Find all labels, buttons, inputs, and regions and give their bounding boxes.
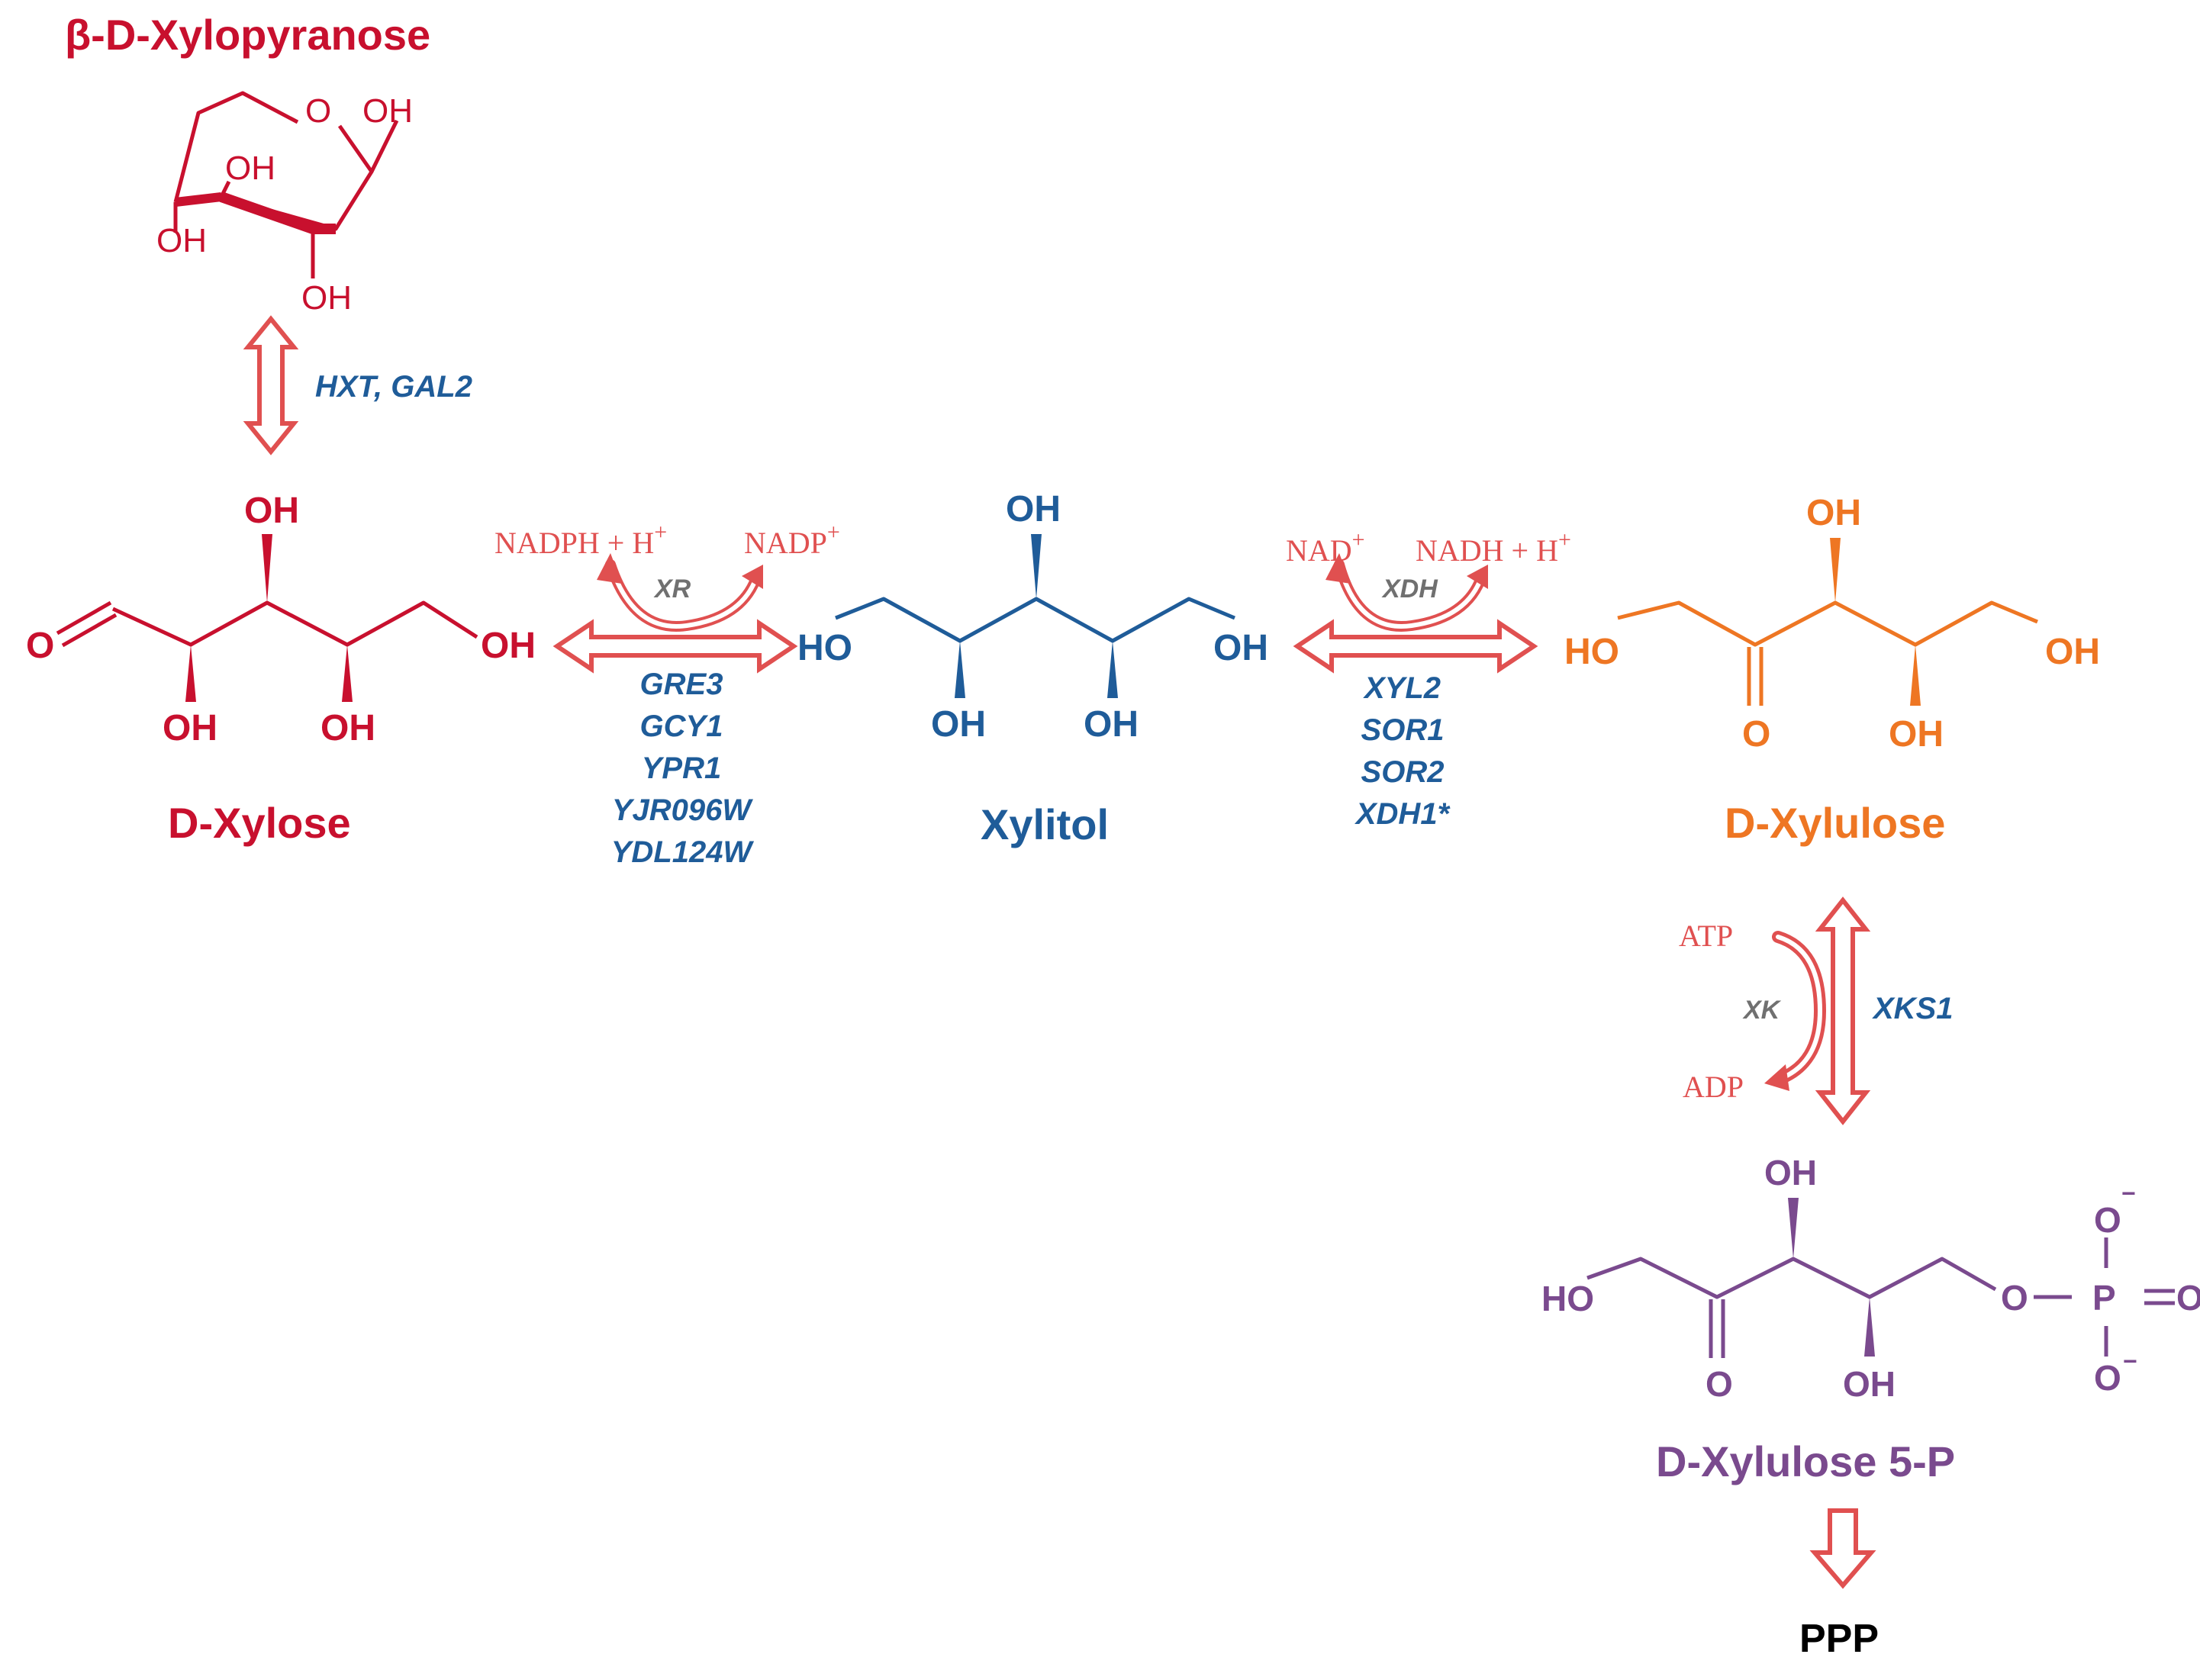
xylulose-oh-end: OH xyxy=(2045,632,2100,672)
xylulose-keto-o: O xyxy=(1742,714,1770,755)
xylulose-oh-top: OH xyxy=(1806,493,1861,533)
transport-arrow xyxy=(243,315,299,455)
xylitol-wedge-top xyxy=(1031,534,1042,599)
pyranose-group: β-D-Xylopyranose O OH OH OH OH xyxy=(65,11,430,317)
ppp-arrow xyxy=(1809,1508,1876,1589)
pyranose-title: β-D-Xylopyranose xyxy=(65,11,430,59)
xylose-wedge-top xyxy=(262,534,272,603)
xr-cofactor-in-text: NADPH + H xyxy=(494,526,654,560)
xr-gene: GRE3 xyxy=(640,668,723,701)
xylulose5p-o-bottom-charge: − xyxy=(2123,1347,2137,1375)
xk-reaction: ATP ADP XK XKS1 xyxy=(1679,896,1954,1125)
xylulose-wedge-bottom xyxy=(1910,645,1921,706)
xylulose5p-wedge-bottom xyxy=(1864,1297,1875,1357)
xdh-reaction: XDH NAD+ NADH + H+ XYL2 SOR1 SOR2 XDH1* xyxy=(1286,527,1571,831)
xylitol-oh-bottom-left: OH xyxy=(931,704,986,745)
pyranose-oh-anomeric: OH xyxy=(362,92,413,130)
xylulose-oh-bottom: OH xyxy=(1889,714,1944,755)
xylose-oh-bottom-left: OH xyxy=(163,708,217,748)
xr-gene: YDL124W xyxy=(611,835,755,869)
xylulose5p-name: D-Xylulose 5-P xyxy=(1656,1437,1955,1485)
xylulose-group: HO OH O OH OH D-Xylulose xyxy=(1564,493,2100,847)
xylitol-ho-start: HO xyxy=(797,628,852,668)
xylulose5p-keto-o: O xyxy=(1706,1364,1733,1404)
xylulose5p-structure xyxy=(1586,1237,2175,1358)
xylulose-wedge-top xyxy=(1830,538,1841,603)
xylitol-wedge-left xyxy=(955,641,965,698)
xylose-wedge-left xyxy=(185,645,196,702)
xdh-gene-list: XYL2 SOR1 SOR2 XDH1* xyxy=(1354,671,1451,831)
xdh-cofactor-out-text: NADH + H xyxy=(1416,533,1558,568)
xdh-cofactor-out: NADH + H+ xyxy=(1416,527,1571,568)
xylulose5p-oh-top: OH xyxy=(1764,1153,1817,1192)
xylulose-structure xyxy=(1617,600,2038,706)
xylitol-oh-bottom-right: OH xyxy=(1084,704,1139,745)
ppp-label: PPP xyxy=(1799,1617,1879,1661)
xk-cofactor-out: ADP xyxy=(1683,1070,1744,1104)
xk-cofactor-in: ATP xyxy=(1679,919,1733,953)
xdh-gene: XYL2 xyxy=(1363,671,1441,705)
xylulose5p-o-top-charge: − xyxy=(2121,1180,2136,1207)
xr-gene-list: GRE3 GCY1 YPR1 YJR096W YDL124W xyxy=(611,668,755,869)
xylulose5p-wedge-top xyxy=(1788,1198,1799,1259)
xr-gene: YPR1 xyxy=(642,751,722,785)
xylulose5p-o-bottom: O xyxy=(2094,1358,2121,1398)
xylulose5p-oh-bottom: OH xyxy=(1843,1364,1896,1404)
xdh-gene: SOR1 xyxy=(1361,713,1445,747)
xylitol-wedge-right xyxy=(1107,641,1118,698)
xylulose5p-o-top: O xyxy=(2094,1200,2121,1240)
xylitol-oh-end: OH xyxy=(1213,628,1268,668)
xdh-cofactor-in-plus: + xyxy=(1352,527,1365,552)
pyranose-ring-o: O xyxy=(305,92,331,130)
xylulose5p-ester-o: O xyxy=(2001,1278,2028,1318)
xdh-gene: SOR2 xyxy=(1361,755,1445,789)
xr-reaction: XR NADPH + H+ NADP+ GRE3 GCY1 YPR1 YJR09… xyxy=(494,520,840,869)
xylitol-group: HO OH OH OH OH Xylitol xyxy=(797,489,1268,848)
xdh-gene: XDH1* xyxy=(1354,797,1451,831)
xylose-name: D-Xylose xyxy=(168,799,351,847)
xr-double-arrow xyxy=(552,619,798,674)
xr-gene: GCY1 xyxy=(640,710,723,743)
xylulose5p-o-right: O xyxy=(2176,1278,2200,1318)
xylulose5p-group: HO OH O OH O P O − O O − D-Xylulose 5-P xyxy=(1541,1153,2200,1485)
xylitol-name: Xylitol xyxy=(981,800,1109,848)
pyranose-oh-c2: OH xyxy=(225,150,275,187)
pyranose-structure xyxy=(173,91,399,278)
xylose-group: O OH OH OH OH D-Xylose xyxy=(26,491,536,847)
xdh-cofactor-in: NAD+ xyxy=(1286,527,1365,568)
xr-cofactor-out: NADP+ xyxy=(744,520,840,560)
xylose-oh-bottom-right: OH xyxy=(320,708,375,748)
xk-cofactor-arc xyxy=(1772,931,1827,1086)
xylitol-oh-top: OH xyxy=(1006,489,1061,529)
xk-enzyme: XK xyxy=(1742,996,1782,1025)
transport-genes: HXT, GAL2 xyxy=(315,370,472,404)
xr-cofactor-out-text: NADP xyxy=(744,526,827,560)
xylose-oh-end: OH xyxy=(481,626,536,666)
xylose-oh-top: OH xyxy=(244,491,299,531)
xk-double-arrow xyxy=(1815,896,1871,1125)
xr-cofactor-in-plus: + xyxy=(654,520,667,545)
xdh-enzyme: XDH xyxy=(1381,574,1438,603)
xylose-aldehyde-o: O xyxy=(26,626,54,666)
xdh-cofactor-out-plus: + xyxy=(1558,527,1571,552)
xr-gene: YJR096W xyxy=(612,793,754,827)
xylose-wedge-right xyxy=(342,645,353,702)
xylulose5p-ho-start: HO xyxy=(1541,1279,1594,1318)
xk-genes: XKS1 xyxy=(1872,992,1954,1025)
pyranose-oh-c4: OH xyxy=(301,279,352,317)
xylitol-structure xyxy=(835,597,1235,643)
pyranose-oh-c3: OH xyxy=(156,222,207,259)
xdh-cofactor-in-text: NAD xyxy=(1286,533,1352,568)
xr-enzyme: XR xyxy=(653,574,691,603)
xylulose-ho-start: HO xyxy=(1564,632,1619,672)
xylose-structure xyxy=(56,600,478,648)
xylulose5p-p: P xyxy=(2092,1278,2116,1318)
xr-cofactor-in: NADPH + H+ xyxy=(494,520,667,560)
xr-cofactor-out-plus: + xyxy=(827,520,840,545)
xdh-double-arrow xyxy=(1293,619,1538,674)
xylulose-name: D-Xylulose xyxy=(1725,799,1945,847)
